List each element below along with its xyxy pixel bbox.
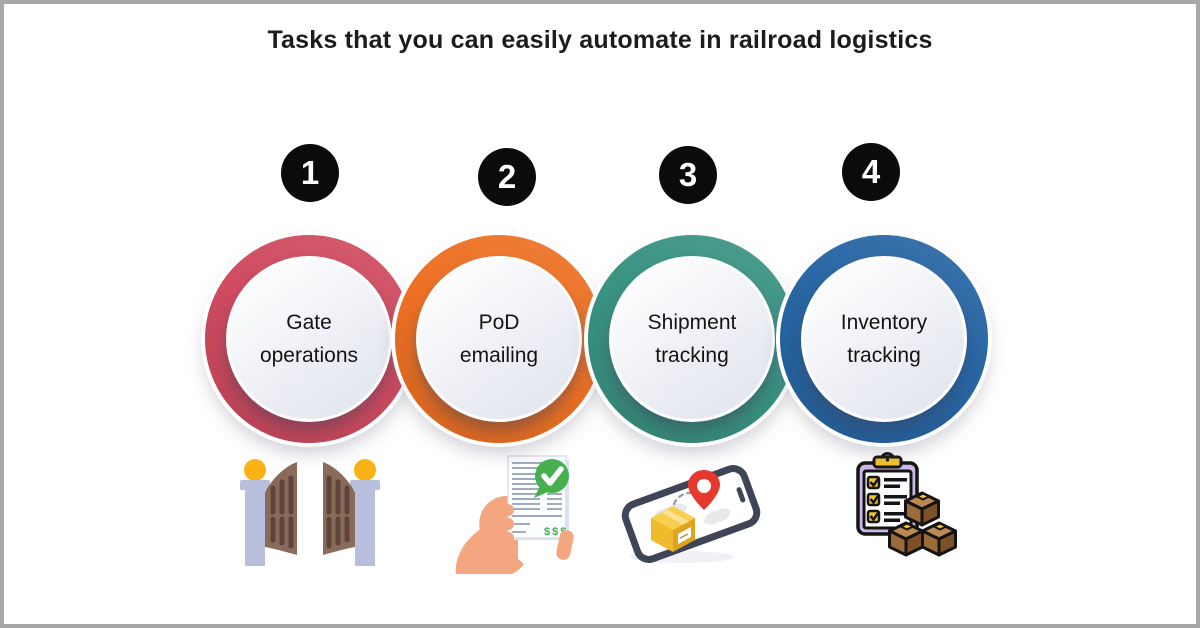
step-label-line2: operations (259, 344, 359, 367)
step-label: Shipment tracking (609, 256, 775, 422)
step-number: 2 (497, 158, 517, 195)
step-label: Gate operations (226, 256, 392, 422)
step-label-line2: tracking (847, 344, 921, 367)
inventory-icon-wrapper (850, 448, 962, 558)
step-label-line2: tracking (655, 344, 729, 367)
step-number: 3 (678, 156, 698, 193)
step-number: 4 (861, 153, 881, 190)
pod-document-icon: $$$ (455, 455, 574, 574)
step-label-line1: Gate (286, 311, 332, 334)
step-label-line1: Shipment (647, 311, 737, 334)
shipment-phone-icon (621, 465, 761, 563)
step-number-badge: 2 (478, 148, 536, 206)
step-label-line1: PoD (478, 311, 520, 334)
step-number: 1 (300, 154, 320, 191)
step-label: Inventory tracking (801, 256, 967, 422)
step-number-badge: 4 (842, 143, 900, 201)
step-circle-shipment-tracking: Shipment tracking (588, 235, 796, 443)
inventory-boxes-icon (856, 452, 957, 557)
gate-icon-wrapper (238, 452, 382, 566)
shipment-icon-wrapper (612, 452, 770, 567)
step-label-line1: Inventory (840, 311, 928, 334)
step-number-badge: 3 (659, 146, 717, 204)
page-title: Tasks that you can easily automate in ra… (267, 26, 933, 54)
step-circle-inventory-tracking: Inventory tracking (780, 235, 988, 443)
step-label-line2: emailing (459, 344, 539, 367)
step-circle-gate-operations: Gate operations (205, 235, 413, 443)
step-number-badge: 1 (281, 144, 339, 202)
step-label: PoD emailing (416, 256, 582, 422)
pod-icon-wrapper: $$$ (452, 446, 600, 574)
open-gate-icon (240, 459, 380, 566)
step-circle-pod-emailing: PoD emailing (395, 235, 603, 443)
